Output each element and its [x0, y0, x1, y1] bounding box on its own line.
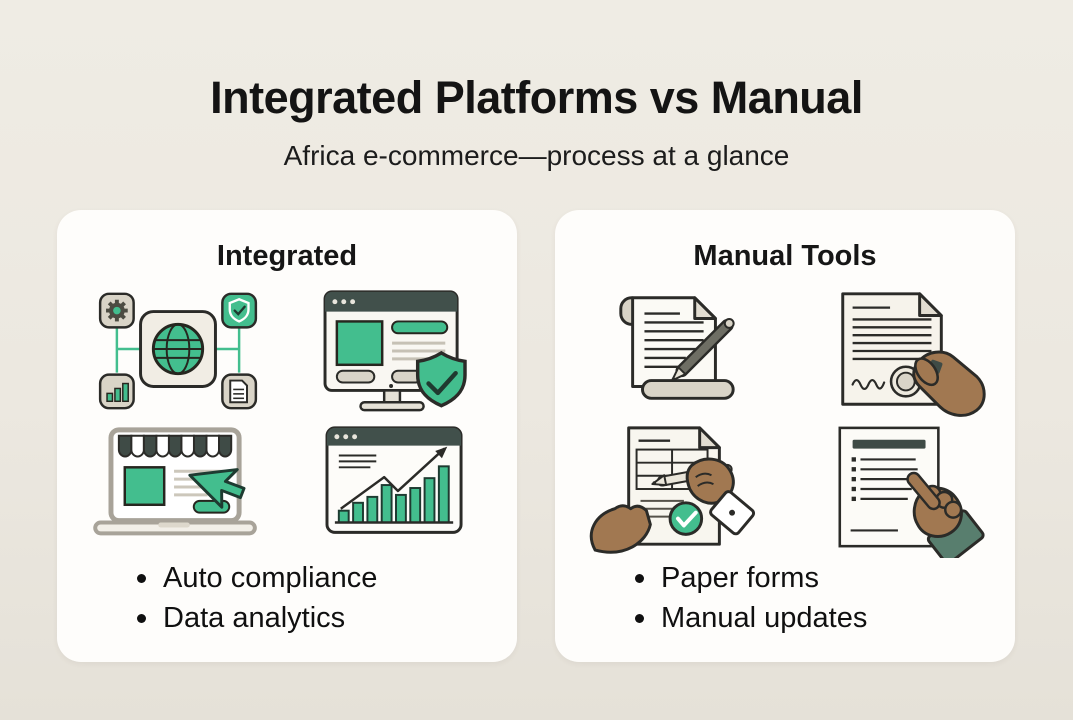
growth-chart-cell	[296, 420, 496, 558]
page-title: Integrated Platforms vs Manual	[210, 72, 863, 123]
manual-tools-card-title: Manual Tools	[693, 240, 877, 272]
bullet-text: Data analytics	[163, 602, 346, 634]
monitor-shield-icon	[323, 290, 467, 412]
bullet-text: Manual updates	[661, 602, 868, 634]
bullet-dot	[137, 613, 146, 623]
form-filling-hands-icon	[589, 426, 756, 554]
scroll-pen-icon	[619, 296, 735, 400]
bullet-text: Auto compliance	[163, 562, 378, 594]
globe-network-cell	[78, 282, 278, 420]
signed-document-cell	[794, 282, 994, 420]
bullet-dot	[137, 573, 146, 583]
laptop-storefront-cell	[78, 420, 278, 558]
globe-network-icon	[98, 292, 258, 410]
form-filling-cell	[576, 420, 776, 558]
bullet-text: Paper forms	[661, 562, 819, 594]
laptop-storefront-cursor-icon	[93, 427, 257, 536]
integrated-card: Integrated	[57, 210, 517, 662]
manual-bullet-list: Paper forms Manual updates	[555, 558, 1015, 638]
bullet-dot	[635, 613, 644, 623]
pointing-document-cell	[794, 420, 994, 558]
bullet-item: Auto compliance	[137, 558, 437, 598]
page-subtitle: Africa e-commerce—process at a glance	[283, 140, 790, 171]
manual-illustrations	[555, 282, 1015, 558]
bullet-item: Paper forms	[635, 558, 935, 598]
growth-bar-chart-icon	[325, 426, 463, 534]
signed-document-hand-icon	[841, 292, 986, 417]
integrated-bullet-list: Auto compliance Data analytics	[57, 558, 517, 638]
bullet-item: Manual updates	[635, 598, 935, 638]
monitor-shield-cell	[296, 282, 496, 420]
bullet-item: Data analytics	[137, 598, 437, 638]
scroll-pen-cell	[576, 282, 776, 420]
integrated-illustrations	[57, 282, 517, 558]
manual-tools-card: Manual Tools	[555, 210, 1015, 662]
bullet-dot	[635, 573, 644, 583]
pointing-hand-document-icon	[838, 426, 985, 558]
integrated-card-title: Integrated	[216, 240, 358, 272]
